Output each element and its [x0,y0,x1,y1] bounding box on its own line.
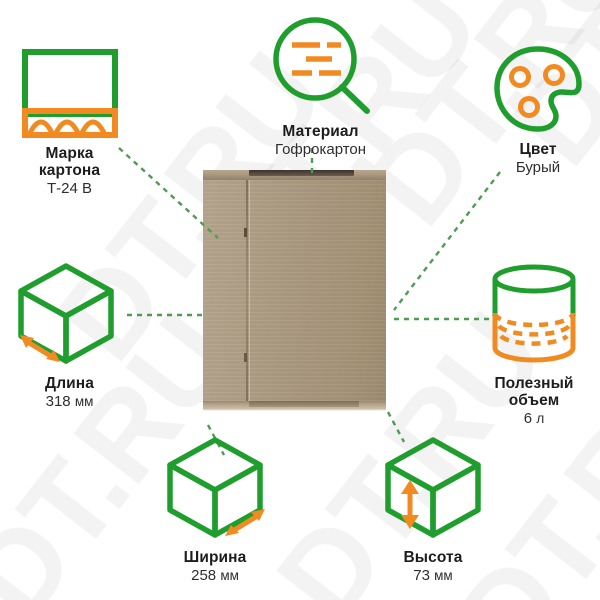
feature-title-line2: картона [38,162,101,179]
icon-holder [358,432,508,544]
icon-holder [470,262,598,370]
feature-value: Т-24 В [46,180,92,197]
feature-value: 73 мм [358,567,508,584]
feature-volume: Полезный объем 6 л [470,262,598,427]
box-notch-lower [244,353,247,362]
icon-holder [2,258,137,370]
feature-number: 73 [413,567,430,584]
box-flap-highlight [249,180,250,406]
feature-grade: Марка картона Т-24 В [2,48,137,197]
feature-value: Бурый [515,159,561,176]
feature-unit: мм [434,568,453,583]
box-bottom-shadow [249,401,359,407]
icon-holder [140,432,290,544]
feature-title: Марка картона [2,145,137,179]
feature-title-line1: Марка [45,145,94,162]
feature-title: Полезный объем [470,375,598,409]
feature-title: Длина [45,375,94,392]
feature-value: 6 л [470,410,598,427]
corrugated-board-icon [21,49,118,138]
cube-length-icon [17,263,114,364]
feature-unit: л [536,411,545,426]
feature-length: Длина 318 мм [2,258,137,410]
feature-title-line2: объем [508,392,560,409]
cube-height-icon [385,437,481,538]
feature-title-line1: Полезный [494,375,574,392]
feature-number: 6 [523,410,533,427]
feature-number: 318 [45,393,71,410]
magnifier-icon [272,17,370,114]
box-lid-shadow [249,170,354,176]
box-notch-upper [244,228,247,237]
palette-icon [494,46,582,132]
feature-number: 258 [191,567,217,584]
feature-unit: мм [74,394,94,409]
box-front-face [203,180,386,406]
feature-value: 318 мм [2,393,137,410]
box-flap-seam [246,180,248,406]
feature-height: Высота 73 мм [358,432,508,584]
feature-value: Гофрокартон [274,141,367,158]
feature-unit: мм [220,568,239,583]
feature-title: Высота [403,549,463,566]
cylinder-volume-icon [492,264,576,363]
cube-width-icon [167,437,265,538]
icon-holder [2,48,137,140]
feature-color: Цвет Бурый [478,44,598,176]
icon-holder [478,44,598,136]
feature-title: Ширина [183,549,247,566]
cardboard-box-photo [203,170,386,413]
feature-title: Материал [282,123,359,140]
feature-material: Материал Гофрокартон [243,14,398,158]
feature-width: Ширина 258 мм [140,432,290,584]
feature-title: Цвет [519,141,557,158]
icon-holder [243,14,398,118]
feature-value: 258 мм [140,567,290,584]
